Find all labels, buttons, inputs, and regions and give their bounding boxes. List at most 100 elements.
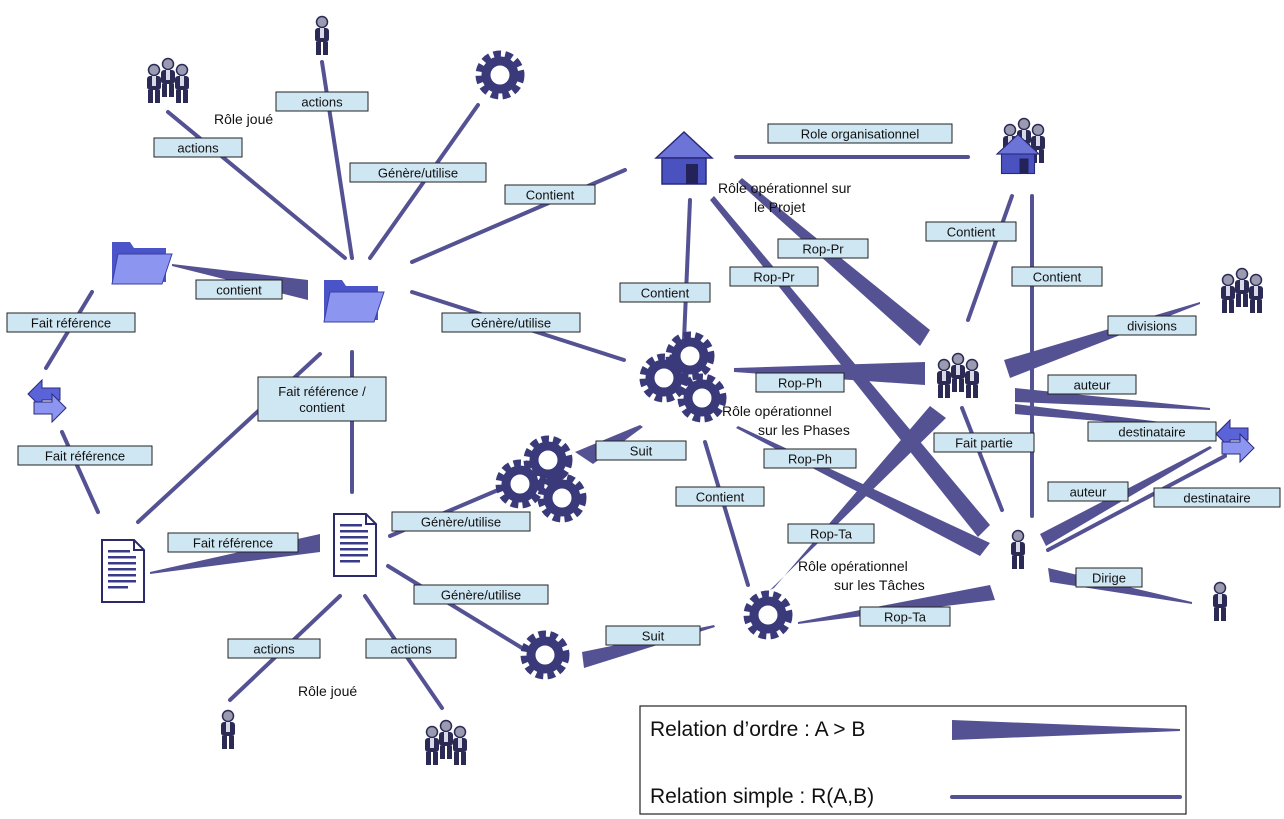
edge-label: Contient (675, 486, 765, 507)
people-group-icon (937, 354, 979, 399)
edge-label-text: Contient (1033, 270, 1082, 285)
legend-simple-text: Relation simple : R(A,B) (650, 785, 874, 808)
gears-group-icon (500, 440, 582, 518)
edge-label: contient (195, 279, 283, 300)
edge-label-box (1047, 374, 1137, 395)
edge-label-box (859, 606, 951, 627)
edge-label-text: Génère/utilise (441, 588, 521, 603)
edge-label-box (763, 448, 857, 469)
edge-label-text: Fait référence /contient (278, 384, 366, 415)
edge-label-text: divisions (1127, 319, 1177, 334)
edge-label-box (153, 137, 243, 158)
edge-label: actions (227, 638, 321, 659)
edge-label-box (275, 91, 369, 112)
edge-label-box (595, 440, 687, 461)
edge-label-text: Contient (696, 490, 745, 505)
edge-label: Contient (619, 282, 711, 303)
edge-label-box (391, 511, 531, 532)
edge-label-text: Rop-Ph (778, 376, 822, 391)
edge-label-box (365, 638, 457, 659)
legend-order-text: Relation d’ordre : A > B (650, 718, 865, 741)
exchange-arrows-icon (27, 379, 67, 423)
edge-faitpartie-group-person (960, 406, 1004, 512)
edge-label-box (619, 282, 711, 303)
edge-label: Fait référence (6, 312, 136, 333)
edge-label: Suit (605, 625, 701, 646)
edge-label-text: Rop-Pr (802, 242, 844, 257)
edge-label: Contient (925, 221, 1017, 242)
edge-label: Fait partie (933, 432, 1035, 453)
folder-icon (111, 241, 173, 285)
edge-label: Contient (1011, 266, 1103, 287)
edge-label: Rop-Ta (859, 606, 951, 627)
edge-label-text: Rop-Ta (810, 527, 853, 542)
edge-label: Contient (504, 184, 596, 205)
edge-label-box (1153, 487, 1281, 508)
edge-label-box (605, 625, 701, 646)
edge-label-box (1075, 567, 1143, 588)
person-icon (220, 709, 236, 750)
house-icon (655, 131, 713, 185)
edge-label-text: Rop-Pr (753, 270, 795, 285)
person-icon (1212, 581, 1228, 622)
edge-label-box (441, 312, 581, 333)
edge-label: actions (365, 638, 457, 659)
wedge-roppr-house-group (738, 178, 930, 346)
edge-label-box (1087, 421, 1217, 442)
edge-genere-doc-gearbottom (386, 564, 524, 650)
people-group-icon (425, 721, 467, 766)
folder-icon (323, 279, 385, 323)
edge-label-text: Suit (642, 629, 665, 644)
edge-label: actions (275, 91, 369, 112)
role-joue-bottom-text: Rôle joué (298, 683, 357, 699)
edge-label-box (767, 123, 953, 144)
edge-label: Fait référence (17, 445, 153, 466)
edge-label-text: contient (216, 283, 262, 298)
order-relations (150, 178, 1212, 668)
edge-label: destinataire (1153, 487, 1281, 508)
edge-label-box (349, 162, 487, 183)
edge-label-text: auteur (1070, 485, 1108, 500)
edge-label-text: Role organisationnel (801, 127, 920, 142)
organization-icon (996, 119, 1045, 175)
edge-label-text: actions (253, 642, 295, 657)
edge-label: Génère/utilise (413, 584, 549, 605)
edge-label-text: Génère/utilise (421, 515, 501, 530)
edge-label-box (167, 532, 299, 553)
edge-label-box (1011, 266, 1103, 287)
edge-label-text: Génère/utilise (378, 166, 458, 181)
edge-label-text: Dirige (1092, 571, 1126, 586)
edge-label-box (504, 184, 596, 205)
edge-destinataire-arrows-person (1046, 454, 1227, 552)
edge-label: Rop-Ph (755, 372, 845, 393)
edge-label: Fait référence (167, 532, 299, 553)
edge-label: divisions (1107, 315, 1197, 336)
edge-label-text: actions (177, 141, 219, 156)
edge-label-box (257, 376, 387, 422)
edge-label: Rop-Pr (777, 238, 869, 259)
edge-label-text: Rop-Ta (884, 610, 927, 625)
edge-label-text: Contient (641, 286, 690, 301)
edge-label: Fait référence /contient (257, 376, 387, 422)
edge-label-text: Contient (526, 188, 575, 203)
edge-contient-gears-gearbr (703, 440, 750, 587)
edge-label: Génère/utilise (391, 511, 531, 532)
edge-label-text: actions (390, 642, 432, 657)
edge-label-text: Fait référence (45, 449, 125, 464)
person-icon (1010, 529, 1026, 570)
edge-label-box (755, 372, 845, 393)
edge-label-box (1107, 315, 1197, 336)
edge-label-text: Fait référence (31, 316, 111, 331)
edge-label-box (675, 486, 765, 507)
edge-label-box (413, 584, 549, 605)
edge-actions-person-folder (320, 60, 354, 260)
edge-contient-house-gears (682, 198, 692, 342)
edge-label: Dirige (1075, 567, 1143, 588)
edge-label-text: Génère/utilise (471, 316, 551, 331)
edge-actions-group-folder (166, 110, 347, 260)
edge-label: Rop-Pr (729, 266, 819, 287)
edge-label-text: auteur (1074, 378, 1112, 393)
